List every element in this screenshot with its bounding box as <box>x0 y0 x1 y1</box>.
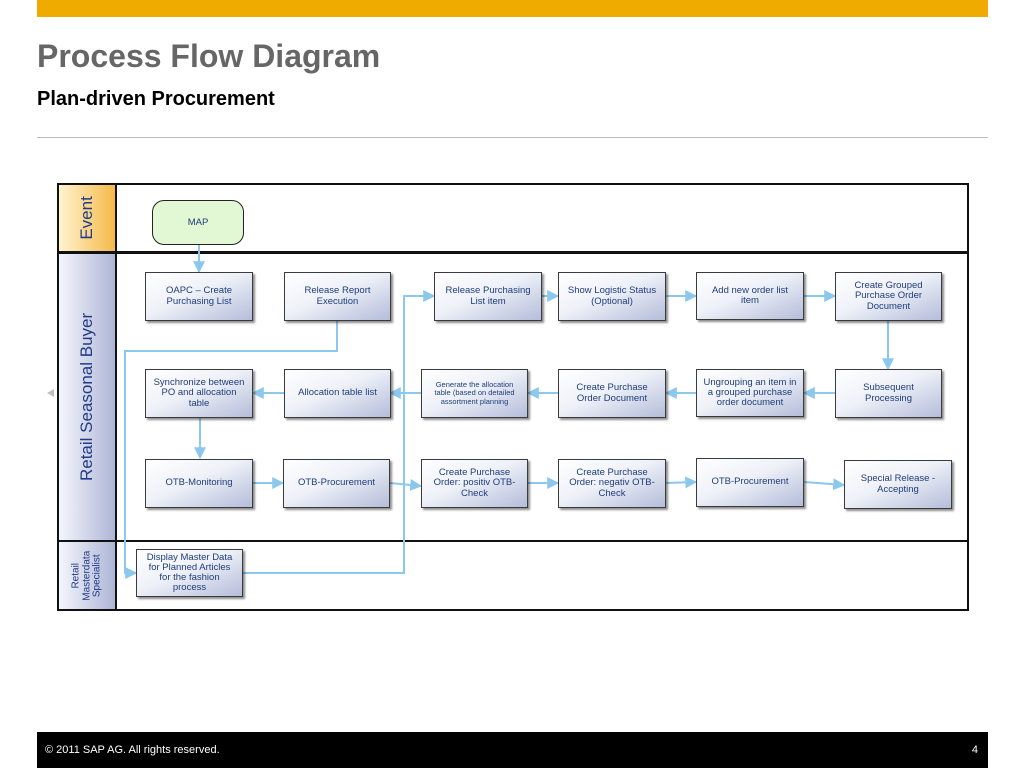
task-generate-allocation-table: Generate the allocation table (based on … <box>421 369 528 418</box>
lane-header-buyer: Retail Seasonal Buyer <box>59 254 117 540</box>
slide-title: Process Flow Diagram <box>37 38 381 74</box>
connector-otb-procurement-to-special-release <box>803 478 846 491</box>
task-create-po-positiv-otb-check: Create Purchase Order: positiv OTB-Check <box>421 459 528 508</box>
task-create-grouped-po-document: Create Grouped Purchase Order Document <box>835 272 942 321</box>
lane-divider <box>59 540 967 542</box>
task-release-purchasing-list-item: Release Purchasing List item <box>434 272 542 321</box>
task-show-logistic-status: Show Logistic Status (Optional) <box>558 272 666 321</box>
connector-negativ-to-otb-procurement <box>665 476 698 489</box>
task-create-po-negativ-otb-check: Create Purchase Order: negativ OTB-Check <box>558 459 666 508</box>
lane-header-specialist: Retail Masterdata Specialist <box>59 542 117 609</box>
task-release-report-execution: Release Report Execution <box>284 272 391 321</box>
map-event: MAP <box>152 200 244 245</box>
task-otb-procurement-2: OTB-Procurement <box>696 458 804 507</box>
title-divider <box>37 137 988 138</box>
task-otb-monitoring: OTB-Monitoring <box>145 459 253 508</box>
lane-header-event: Event <box>59 185 117 251</box>
slide-subtitle: Plan-driven Procurement <box>37 88 275 110</box>
task-special-release-accepting: Special Release - Accepting <box>844 460 952 509</box>
connector-otb-procurement-to-positiv <box>389 478 423 491</box>
task-allocation-table-list: Allocation table list <box>284 369 391 418</box>
page-number: 4 <box>971 744 978 756</box>
connector-display-to-release-list <box>243 290 436 574</box>
lane-divider <box>59 251 967 254</box>
task-create-purchase-order-document: Create Purchase Order Document <box>558 369 666 418</box>
top-accent-bar <box>37 0 988 17</box>
copyright-text: © 2011 SAP AG. All rights reserved. <box>45 744 220 756</box>
left-arrow-icon <box>47 389 54 397</box>
task-add-new-order-list-item: Add new order list item <box>696 272 804 320</box>
task-otb-procurement: OTB-Procurement <box>283 459 390 508</box>
task-display-master-data: Display Master Data for Planned Articles… <box>136 549 243 597</box>
task-subsequent-processing: Subsequent Processing <box>835 369 942 418</box>
task-ungrouping-item: Ungrouping an item in a grouped purchase… <box>696 369 804 417</box>
footer-bar: © 2011 SAP AG. All rights reserved. 4 <box>37 732 988 768</box>
task-synchronize-po-allocation: Synchronize between PO and allocation ta… <box>145 369 253 418</box>
task-oapc-create-purchasing-list: OAPC – Create Purchasing List <box>145 272 253 321</box>
connector-release-report-to-display <box>124 321 338 579</box>
